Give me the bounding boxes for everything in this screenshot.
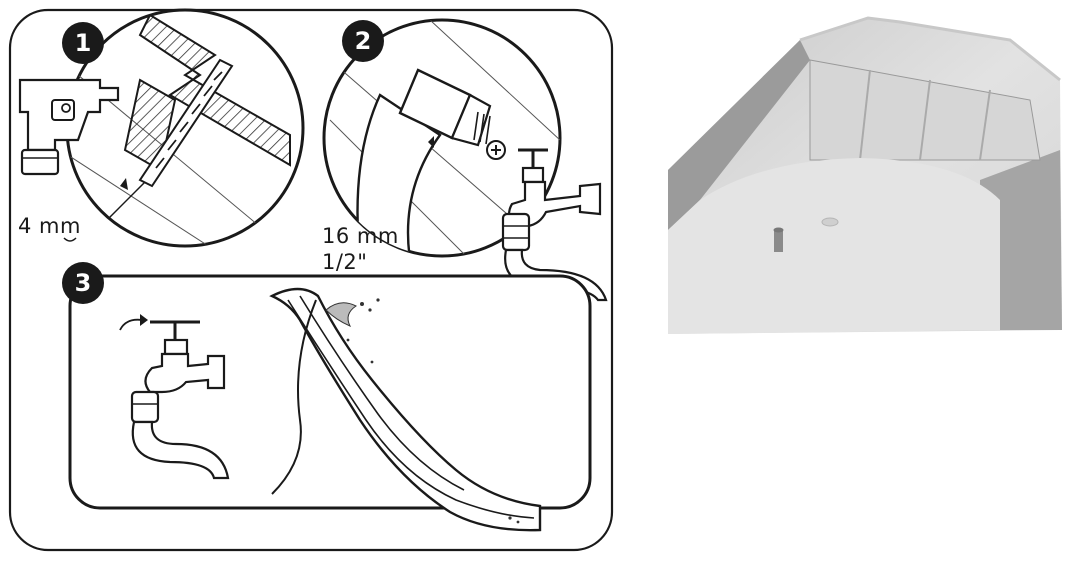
drill-bit-icon <box>94 58 234 233</box>
slide-icon <box>269 287 542 532</box>
instruction-frame <box>8 8 614 552</box>
step-1-badge: 1 <box>62 22 104 64</box>
step-2-badge: 2 <box>342 20 384 62</box>
drill-icon <box>18 78 120 176</box>
tap-on-icon <box>119 314 230 480</box>
step-3-panel <box>68 274 592 532</box>
hose-size-metric-label: 16 mm <box>322 224 399 248</box>
step-3-badge: 3 <box>62 262 104 304</box>
hose-clamp-icon <box>398 68 506 160</box>
slide-top-photo <box>668 16 1062 334</box>
hose-size-imperial-label: 1/2" <box>322 250 368 274</box>
drill-bit-size-label: 4 mm <box>18 214 81 238</box>
